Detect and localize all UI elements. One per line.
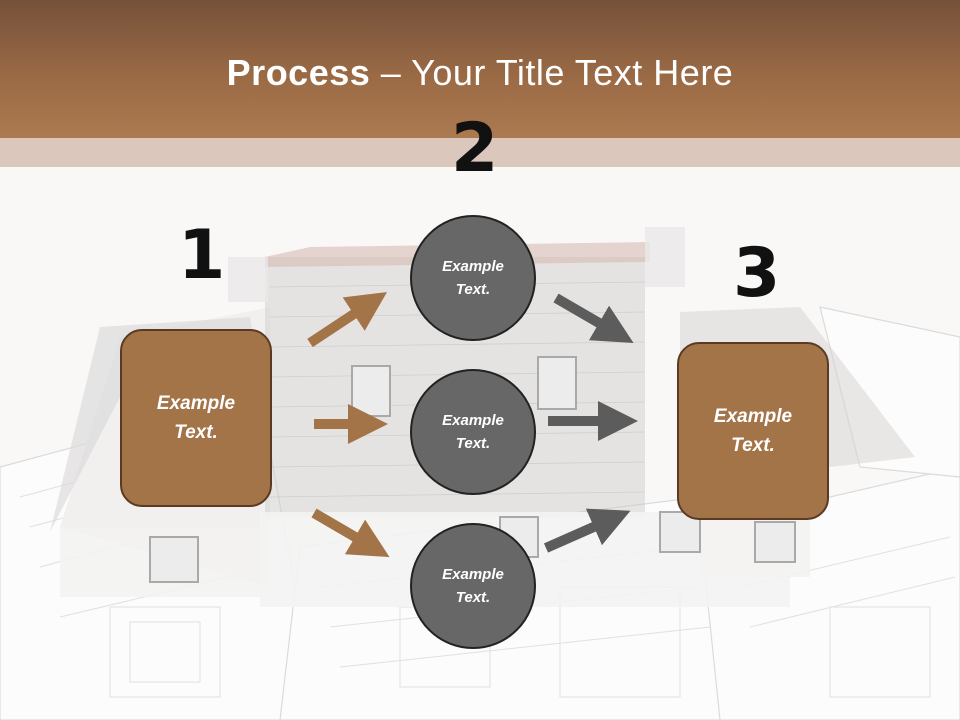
- title-bold: Process: [226, 52, 371, 93]
- arrow-to-circle-top: [307, 292, 388, 348]
- box-text-line2: Text.: [174, 422, 218, 443]
- title-rest: – Your Title Text Here: [370, 52, 734, 93]
- circle-text-line1: Example: [442, 566, 504, 583]
- circle-text-line2: Text.: [455, 281, 491, 298]
- circle-text-line2: Text.: [455, 589, 491, 606]
- step-number-1: 1: [178, 216, 226, 295]
- step-number-2: 2: [451, 109, 499, 188]
- circle-text-line1: Example: [442, 412, 504, 429]
- box-text-line2: Text.: [731, 435, 775, 456]
- arrow-from-circle-top: [553, 293, 634, 344]
- title-bar: [0, 0, 960, 138]
- circle-text-line2: Text.: [455, 435, 491, 452]
- box-text-line1: Example: [713, 406, 793, 427]
- arrow-to-circle-bottom: [311, 508, 390, 558]
- slide-title: Process – Your Title Text Here: [0, 52, 960, 94]
- step-number-3: 3: [733, 234, 781, 313]
- box-text-line1: Example: [156, 393, 236, 414]
- arrow-from-circle-bottom: [543, 508, 631, 553]
- circle-text-line1: Example: [442, 258, 504, 275]
- title-strip: [0, 138, 960, 167]
